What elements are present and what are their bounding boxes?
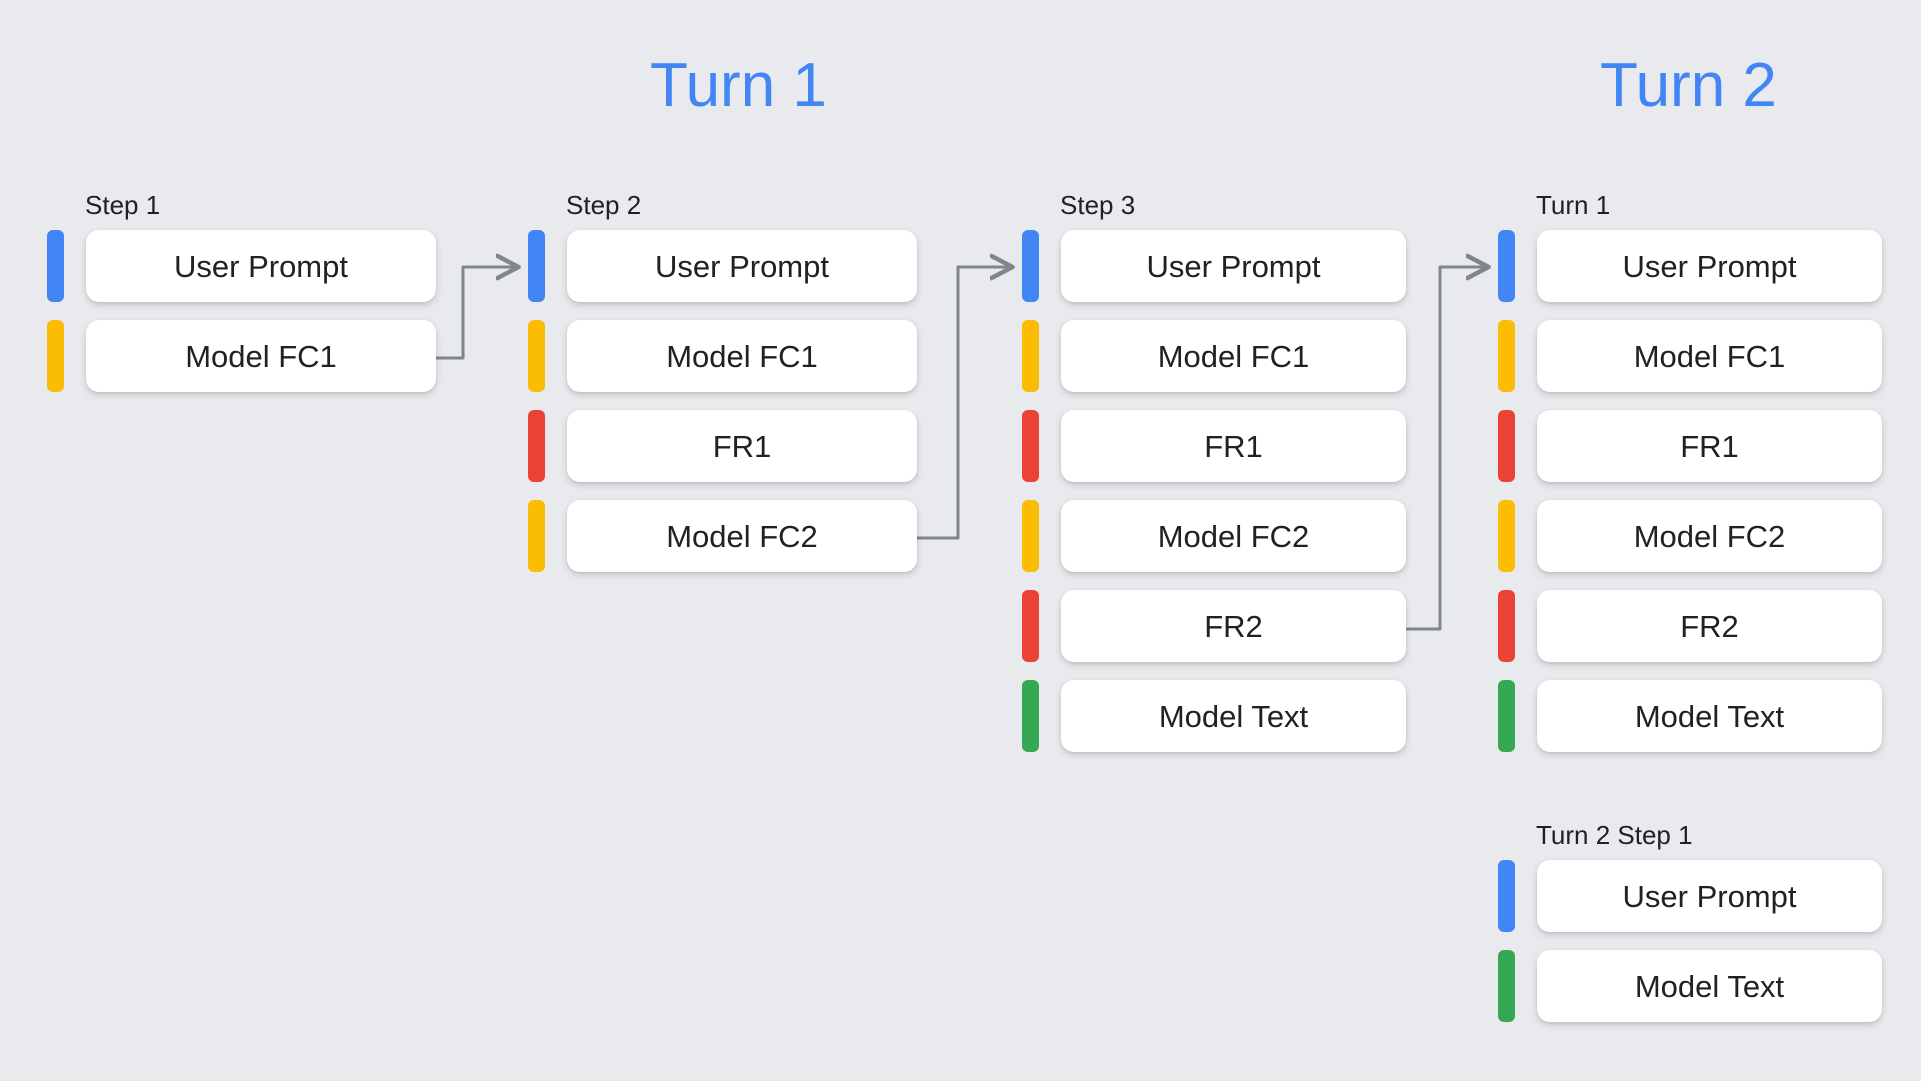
connector-step2-to-step3 [910,267,1012,540]
message-row-function-response[interactable]: FR1 [1498,410,1882,482]
message-card[interactable]: Model FC1 [1061,320,1406,392]
status-bar-user-prompt [1498,860,1515,932]
message-card[interactable]: Model Text [1537,680,1882,752]
message-row-model-function-call[interactable]: Model FC1 [528,320,917,392]
message-card-label: Model Text [1634,698,1785,734]
message-card[interactable]: Model FC2 [567,500,917,572]
message-card[interactable]: Model FC1 [86,320,436,392]
message-card-label: FR2 [1204,608,1263,644]
message-row-function-response[interactable]: FR1 [528,410,917,482]
message-card-label: Model Text [1158,698,1309,734]
message-card-label: Model Text [1634,968,1785,1004]
message-row-function-response[interactable]: FR2 [1498,590,1882,662]
message-card[interactable]: User Prompt [1537,230,1882,302]
message-row-user-prompt[interactable]: User Prompt [47,230,436,302]
status-bar-function-response [1022,590,1039,662]
message-row-model-function-call[interactable]: Model FC2 [528,500,917,572]
column-label: Step 3 [1060,190,1136,220]
message-card-label: Model FC1 [666,338,818,374]
message-row-model-function-call[interactable]: Model FC1 [47,320,436,392]
status-bar-model-text [1498,950,1515,1022]
turn-2-title: Turn 2 [1600,51,1777,120]
message-card-label: User Prompt [1622,878,1797,914]
message-card[interactable]: FR2 [1061,590,1406,662]
message-row-user-prompt[interactable]: User Prompt [1498,860,1882,932]
column-label: Step 2 [566,190,642,220]
status-bar-user-prompt [1022,230,1039,302]
message-card[interactable]: FR1 [567,410,917,482]
column-label: Turn 2 Step 1 [1536,820,1693,850]
message-card[interactable]: Model FC2 [1537,500,1882,572]
message-card[interactable]: User Prompt [567,230,917,302]
column-label: Step 1 [85,190,161,220]
message-row-model-text[interactable]: Model Text [1498,950,1882,1022]
status-bar-model-text [1498,680,1515,752]
status-bar-model-function-call [528,320,545,392]
status-bar-function-response [1022,410,1039,482]
status-bar-model-function-call [1022,320,1039,392]
message-card-label: User Prompt [655,248,829,284]
status-bar-model-function-call [1498,320,1515,392]
message-card-label: FR1 [712,428,772,464]
message-card[interactable]: User Prompt [1537,860,1882,932]
message-row-function-response[interactable]: FR1 [1022,410,1406,482]
message-card-label: FR2 [1680,608,1739,644]
message-card[interactable]: Model Text [1061,680,1406,752]
status-bar-function-response [1498,410,1515,482]
message-card[interactable]: User Prompt [86,230,436,302]
status-bar-model-text [1022,680,1039,752]
turn-1-title: Turn 1 [650,51,827,120]
connector-step3-to-turn1 [1398,267,1488,631]
message-card-label: Model FC1 [1633,338,1786,374]
message-card-label: Model FC1 [185,338,337,374]
message-card-label: User Prompt [174,248,348,284]
message-row-model-function-call[interactable]: Model FC2 [1498,500,1882,572]
status-bar-user-prompt [528,230,545,302]
message-card-label: FR1 [1204,428,1263,464]
status-bar-model-function-call [1022,500,1039,572]
message-row-user-prompt[interactable]: User Prompt [1022,230,1406,302]
message-card-label: Model FC2 [1157,518,1310,554]
message-card[interactable]: Model FC1 [1537,320,1882,392]
message-card[interactable]: Model FC1 [567,320,917,392]
message-row-user-prompt[interactable]: User Prompt [528,230,917,302]
status-bar-model-function-call [528,500,545,572]
status-bar-model-function-call [47,320,64,392]
message-card-label: User Prompt [1146,248,1321,284]
message-card-label: User Prompt [1622,248,1797,284]
message-card[interactable]: Model Text [1537,950,1882,1022]
message-row-function-response[interactable]: FR2 [1022,590,1406,662]
status-bar-user-prompt [47,230,64,302]
message-row-model-text[interactable]: Model Text [1022,680,1406,752]
message-row-model-function-call[interactable]: Model FC2 [1022,500,1406,572]
message-card[interactable]: FR1 [1537,410,1882,482]
status-bar-function-response [528,410,545,482]
message-card[interactable]: User Prompt [1061,230,1406,302]
message-row-model-function-call[interactable]: Model FC1 [1022,320,1406,392]
message-card[interactable]: Model FC2 [1061,500,1406,572]
message-card-label: Model FC2 [1633,518,1786,554]
connector-step1-to-step2 [430,267,518,360]
message-card[interactable]: FR2 [1537,590,1882,662]
status-bar-user-prompt [1498,230,1515,302]
message-row-model-text[interactable]: Model Text [1498,680,1882,752]
message-card-label: Model FC1 [1157,338,1310,374]
message-card-label: FR1 [1680,428,1739,464]
message-card-label: Model FC2 [666,518,818,554]
status-bar-model-function-call [1498,500,1515,572]
column-label: Turn 1 [1536,190,1611,220]
message-card[interactable]: FR1 [1061,410,1406,482]
status-bar-function-response [1498,590,1515,662]
message-row-model-function-call[interactable]: Model FC1 [1498,320,1882,392]
message-row-user-prompt[interactable]: User Prompt [1498,230,1882,302]
